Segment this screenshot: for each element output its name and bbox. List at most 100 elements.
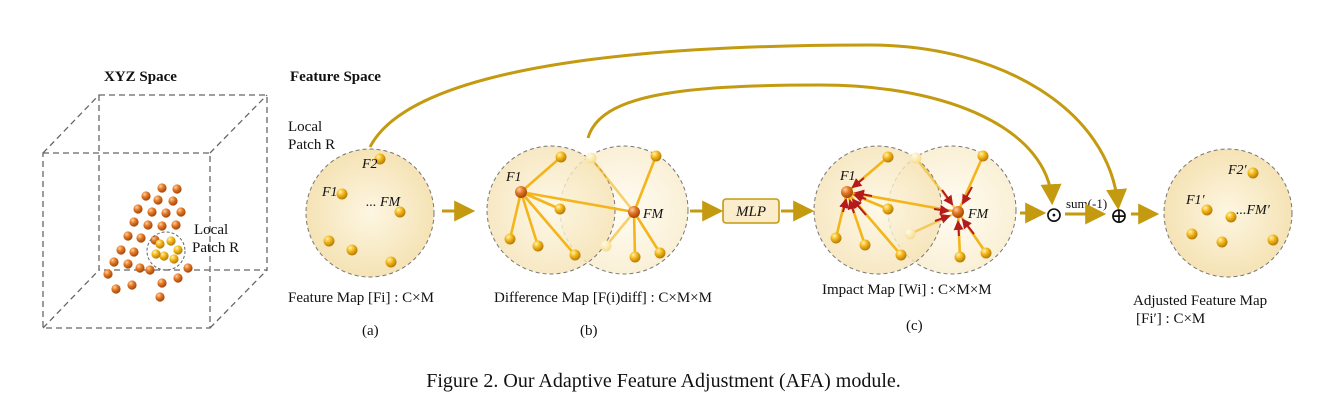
panel-a-f2-label: F2 xyxy=(361,157,378,172)
panel-c-point xyxy=(977,150,989,162)
mlp-box xyxy=(722,198,780,224)
xyz-point xyxy=(129,247,139,257)
panel-d-adjusted-map: F2′ F1′ ...FM′ Adjusted Feature Map [Fi′… xyxy=(1133,148,1293,327)
panel-b-tag: (b) xyxy=(580,323,598,339)
operators: ⊙ sum(-1) ⊕ xyxy=(1020,196,1160,228)
xyz-point xyxy=(157,183,167,193)
panel-b-point xyxy=(650,150,662,162)
skip-arc-feature-to-add xyxy=(368,43,1128,211)
panel-c-point xyxy=(859,239,871,251)
xyz-patch-point xyxy=(173,245,183,255)
panel-b-point xyxy=(554,203,566,215)
panel-c-point xyxy=(954,251,966,263)
panel-a-point xyxy=(336,188,348,200)
panel-c-tag: (c) xyxy=(906,318,923,334)
panel-d-f1-label: F1′ xyxy=(1185,193,1206,208)
panel-b-region-1 xyxy=(486,145,616,275)
xyz-point xyxy=(153,195,163,205)
xyz-point xyxy=(173,273,183,283)
hadamard-product-symbol: ⊙ xyxy=(1045,202,1063,227)
figure-caption: Figure 2. Our Adaptive Feature Adjustmen… xyxy=(426,370,901,392)
panel-d-point xyxy=(1267,234,1279,246)
panel-a-f1-label: F1 xyxy=(321,185,338,200)
xyz-point xyxy=(145,265,155,275)
panel-b-difference-map: F1 FM Difference Map [F(i)diff] : C×M×M … xyxy=(486,145,712,339)
panel-d-caption-line1: Adjusted Feature Map xyxy=(1133,293,1267,309)
xyz-point xyxy=(143,220,153,230)
xyz-patch-label-line1: Local xyxy=(194,222,228,238)
panel-b-point xyxy=(654,247,666,259)
addition-symbol: ⊕ xyxy=(1110,203,1128,228)
xyz-local-patch-outline xyxy=(146,231,186,271)
skip-arc-difference-to-multiply xyxy=(586,83,1062,206)
panel-c-point xyxy=(882,203,894,215)
panel-b-point xyxy=(569,249,581,261)
sum-operation-label: sum(-1) xyxy=(1066,196,1107,211)
xyz-patch-point xyxy=(159,251,169,261)
xyz-patch-point xyxy=(169,254,179,264)
panel-a-point xyxy=(323,235,335,247)
mlp-block: MLP xyxy=(690,198,815,224)
xyz-point xyxy=(183,263,193,273)
panel-c-point xyxy=(980,247,992,259)
panel-b-caption: Difference Map [F(i)diff] : C×M×M xyxy=(494,290,712,306)
panel-a-fm-label: ... FM xyxy=(366,195,402,210)
panel-b-point xyxy=(555,151,567,163)
xyz-point-cloud xyxy=(103,183,193,302)
xyz-point xyxy=(161,208,171,218)
xyz-point xyxy=(172,184,182,194)
xyz-patch-point xyxy=(166,236,176,246)
panel-b-point xyxy=(532,240,544,252)
panel-a-tag: (a) xyxy=(362,323,379,339)
panel-b-fm-center xyxy=(628,206,640,218)
panel-c-point xyxy=(882,151,894,163)
panel-c-impact-arrows xyxy=(839,177,975,237)
xyz-point xyxy=(123,231,133,241)
panel-b-point xyxy=(504,233,516,245)
panel-b-fm-label: FM xyxy=(642,207,665,222)
panel-a-feature-map: F2 F1 ... FM Feature Map [Fi] : C×M (a) xyxy=(288,148,435,339)
xyz-point xyxy=(135,263,145,273)
xyz-point xyxy=(141,191,151,201)
panel-c-impact-map: F1 FM Impact Map [Wi] : C×M×M (c) xyxy=(813,145,1017,334)
xyz-point xyxy=(116,245,126,255)
panel-d-point xyxy=(1201,204,1213,216)
panel-d-point xyxy=(1247,167,1259,179)
feature-space-title: Feature Space xyxy=(290,69,381,85)
feature-patch-label-line1: Local xyxy=(288,119,322,135)
xyz-space-title: XYZ Space xyxy=(104,69,177,85)
xyz-patch-point xyxy=(151,249,161,259)
panel-a-caption: Feature Map [Fi] : C×M xyxy=(288,290,434,306)
xyz-point xyxy=(171,220,181,230)
xyz-point xyxy=(147,207,157,217)
panel-d-fm-label: ...FM′ xyxy=(1236,203,1271,218)
xyz-point xyxy=(111,284,121,294)
panel-c-caption: Impact Map [Wi] : C×M×M xyxy=(822,282,992,298)
panel-a-region xyxy=(305,148,435,278)
panel-c-point xyxy=(895,249,907,261)
panel-b-point-faded xyxy=(600,240,612,252)
panel-d-caption-line2: [Fi′] : C×M xyxy=(1136,311,1205,327)
panel-c-point-faded xyxy=(910,152,922,164)
xyz-space-panel: XYZ Space Local Patch R xyxy=(42,69,268,329)
xyz-point xyxy=(157,278,167,288)
xyz-patch-label-line2: Patch R xyxy=(192,240,239,256)
panel-d-point xyxy=(1216,236,1228,248)
panel-b-point xyxy=(629,251,641,263)
xyz-point xyxy=(133,204,143,214)
xyz-point xyxy=(123,259,133,269)
panel-a-point xyxy=(394,206,406,218)
xyz-point xyxy=(129,217,139,227)
feature-patch-label-line2: Patch R xyxy=(288,137,335,153)
xyz-patch-point xyxy=(155,239,165,249)
panel-a-point xyxy=(374,153,386,165)
xyz-point xyxy=(136,233,146,243)
xyz-point xyxy=(176,207,186,217)
panel-c-f1-center xyxy=(841,186,853,198)
panel-c-fm-label: FM xyxy=(967,207,990,222)
xyz-point xyxy=(103,269,113,279)
panel-b-f1-label: F1 xyxy=(505,170,522,185)
mlp-label: MLP xyxy=(735,204,766,220)
panel-b-f1-center xyxy=(515,186,527,198)
